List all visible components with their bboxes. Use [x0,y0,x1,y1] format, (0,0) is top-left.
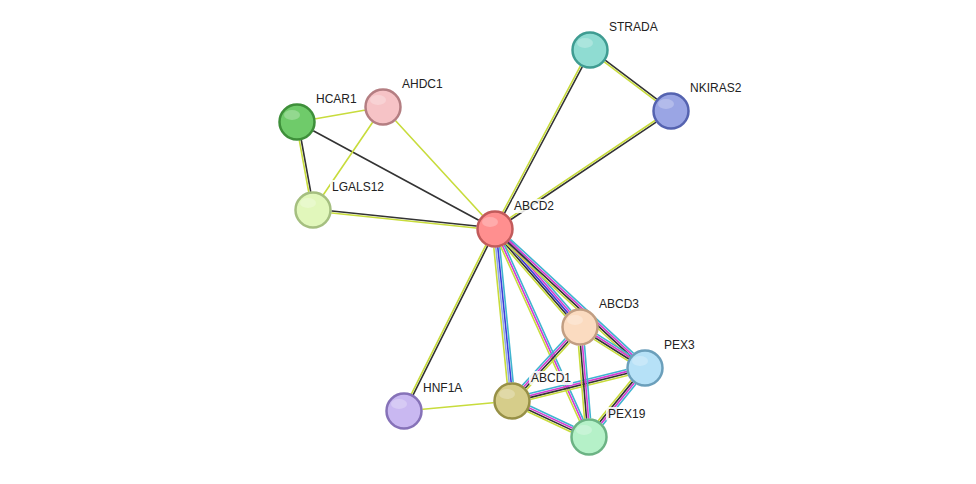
node-circle [294,191,332,229]
evidence-line [596,338,629,359]
interaction-edge [510,121,656,220]
node-label: ABCD3 [597,297,641,311]
evidence-line [396,121,482,215]
interaction-edge [299,141,310,192]
node-circle [476,210,514,248]
evidence-line [597,336,630,357]
protein-node: NKIRAS2 [652,92,690,130]
evidence-line [511,122,655,219]
evidence-line [605,62,656,100]
protein-node: ABCD3 [561,308,599,346]
evidence-line [528,412,571,432]
node-label: STRADA [607,20,660,34]
protein-node: ABCD1 [493,382,531,420]
node-circle [571,31,609,69]
evidence-line [299,141,308,192]
evidence-line [529,410,572,430]
evidence-line [412,246,486,394]
node-label: AHDC1 [400,77,445,91]
interaction-edge [594,335,630,361]
interaction-edge [314,131,479,220]
evidence-line [413,246,487,394]
evidence-line [423,403,493,409]
evidence-line [503,66,580,211]
evidence-line [510,121,654,218]
evidence-line [301,141,310,192]
interaction-edge [579,346,591,419]
node-circle [278,103,316,141]
protein-node: STRADA [571,31,609,69]
node-label: LGALS12 [330,180,386,194]
evidence-line [505,67,582,212]
interaction-edge [332,211,476,228]
evidence-line [530,408,573,428]
node-label: HCAR1 [314,92,359,106]
node-circle [570,418,608,456]
node-circle [364,88,402,126]
interaction-edge [412,246,488,395]
protein-node: PEX19 [570,418,608,456]
node-circle [561,308,599,346]
node-label: PEX19 [606,407,647,421]
evidence-line [496,248,509,382]
evidence-line [314,131,479,220]
interaction-edge [396,121,482,215]
evidence-line [316,110,365,118]
evidence-line [606,61,657,99]
node-label: NKIRAS2 [688,81,743,95]
interaction-edge [316,110,365,118]
node-circle [493,382,531,420]
interaction-edge [605,61,657,101]
node-label: ABCD2 [512,199,556,213]
interaction-edge [530,370,628,400]
interaction-edge [528,406,573,431]
evidence-line [594,340,627,361]
protein-node: AHDC1 [364,88,402,126]
evidence-line [579,346,585,418]
protein-node: HNF1A [385,392,423,430]
evidence-line [332,213,476,228]
protein-node: PEX3 [626,349,664,387]
node-label: HNF1A [421,381,464,395]
evidence-line [332,211,476,226]
protein-node: ABCD2 [476,210,514,248]
interaction-edge [503,66,582,212]
node-circle [626,349,664,387]
evidence-line [530,370,626,394]
interaction-edge [423,403,493,409]
protein-node: HCAR1 [278,103,316,141]
node-circle [652,92,690,130]
evidence-line [494,248,507,382]
protein-node: LGALS12 [294,191,332,229]
node-label: PEX3 [662,338,697,352]
node-label: ABCD1 [529,371,573,385]
node-circle [385,392,423,430]
